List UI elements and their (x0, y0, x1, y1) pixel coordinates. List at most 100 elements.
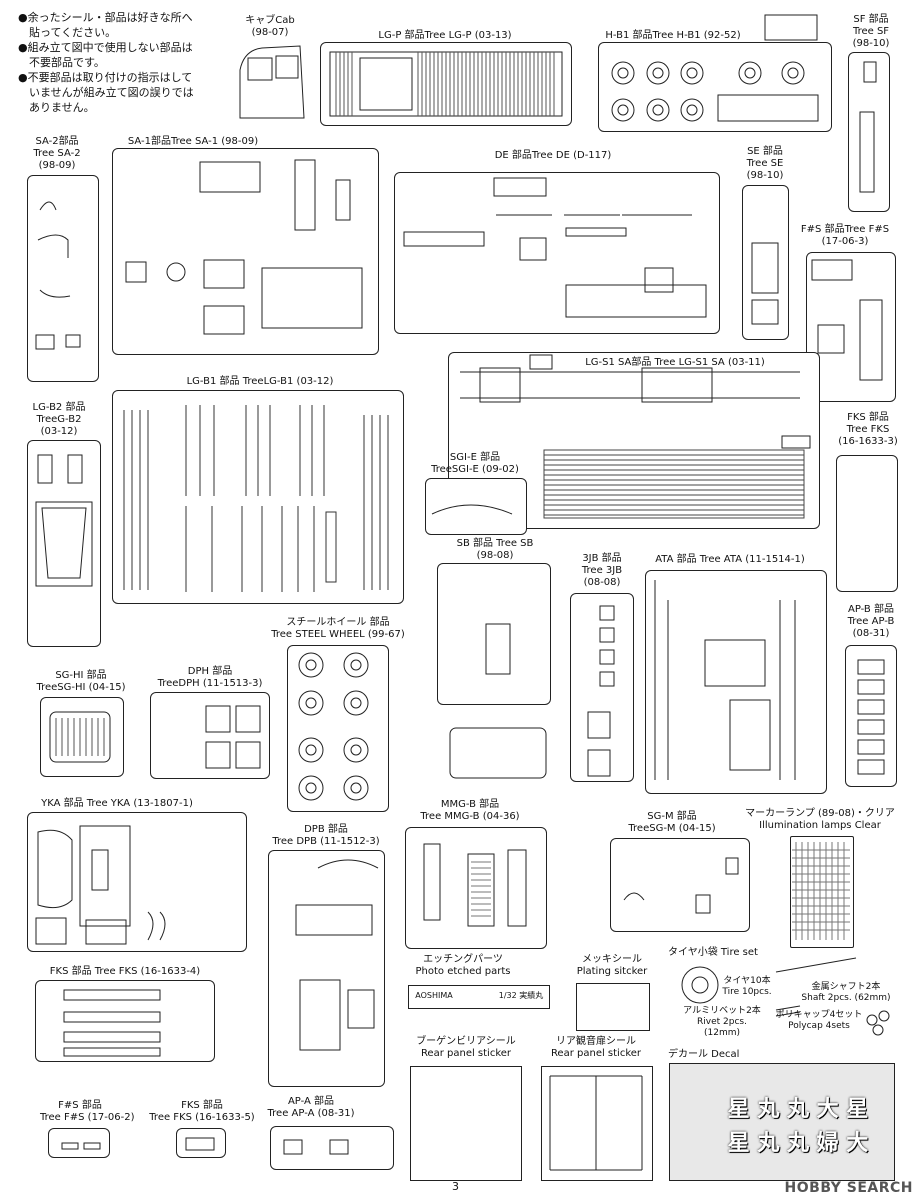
label-line: タイヤ10本 (723, 976, 771, 986)
label-line: Tree AP-A (08-31) (267, 1108, 355, 1119)
note-line: 不要部品です。 (18, 56, 105, 69)
etching-scale: 1/32 実績丸 (498, 991, 544, 1000)
note-line: いませんが組み立て図の誤りでは (18, 86, 194, 99)
instruction-notes: ●余ったシール・部品は好きな所へ 貼ってください。 ●組み立て図中で使用しない部… (18, 10, 194, 115)
tree-ata-label: ATA 部品 Tree ATA (11-1514-1) (640, 554, 820, 566)
tree-lgs1-label: LG-S1 SA部品 Tree LG-S1 SA (03-11) (560, 357, 790, 369)
tree-hb1-label: H-B1 部品Tree H-B1 (92-52) (598, 30, 748, 42)
page-number: 3 (452, 1180, 459, 1193)
label-line: Tree SF (852, 26, 890, 37)
label-line: Tree SA-2 (33, 148, 81, 159)
tree-sgie-frame (425, 478, 527, 535)
rivet-item-label: アルミリベット2本 Rivet 2pcs. (12mm) (672, 1006, 772, 1039)
tree-sa1-frame (112, 148, 379, 355)
tree-etching-label: エッチングパーツ Photo etched parts (408, 954, 518, 978)
label-line: TreeDPH (11-1513-3) (157, 678, 263, 689)
label-line: YKA 部品 Tree YKA (13-1807-1) (41, 798, 193, 809)
label-line: アルミリベット2本 (683, 1006, 761, 1016)
tree-fs1-label: F#S 部品Tree F#S (17-06-3) (790, 224, 900, 248)
label-line: FKS 部品 (847, 412, 889, 423)
tree-se-frame (742, 185, 789, 340)
tree-fs1-frame (806, 252, 896, 402)
label-line: Tree F#S (17-06-2) (40, 1112, 135, 1123)
label-line: (98-10) (852, 38, 890, 49)
label-line: キャブCab (245, 15, 295, 26)
label-line: Tree FKS (846, 424, 890, 435)
watermark: HOBBY SEARCH (784, 1180, 913, 1196)
tree-se-label: SE 部品 Tree SE (98-10) (730, 146, 800, 182)
label-line: TreeSG-M (04-15) (628, 823, 716, 834)
plating-sticker-sheet (576, 983, 650, 1031)
label-line: SGI-E 部品 (449, 452, 501, 463)
label-line: SA-1部品Tree SA-1 (98-09) (127, 136, 259, 147)
tree-cab-label: キャブCab (98-07) (240, 15, 300, 39)
tree-fks5-frame (176, 1128, 226, 1158)
tree-apb-frame (845, 645, 897, 787)
tree-lgp-label: LG-P 部品Tree LG-P (03-13) (320, 30, 570, 42)
label-line: MMG-B 部品 (440, 799, 500, 810)
label-line: ポリキャップ4セット (775, 1010, 863, 1020)
tree-decal-label: デカール Decal (668, 1049, 788, 1061)
tree-fs2-label: F#S 部品 Tree F#S (17-06-2) (40, 1100, 135, 1124)
label-line: (98-08) (476, 550, 514, 561)
label-line: DPH 部品 (187, 666, 233, 677)
tree-lgb1-label: LG-B1 部品 TreeLG-B1 (03-12) (180, 376, 340, 388)
polycap-item-label: ポリキャップ4セット Polycap 4sets (774, 1010, 864, 1032)
etching-brand: AOSHIMA (415, 991, 453, 1000)
label-line: メッキシール (582, 954, 642, 965)
decal-sheet (669, 1063, 895, 1181)
tree-apb-label: AP-B 部品 Tree AP-B (08-31) (836, 604, 906, 640)
tree-tireset-label: タイヤ小袋 Tire set (668, 947, 798, 959)
rear-door-sticker-sheet (541, 1066, 653, 1181)
label-line: Plating sitcker (576, 966, 648, 977)
tree-apa-frame (270, 1126, 394, 1170)
tree-marker-label: マーカーランプ (89-08)・クリア Illumination lamps C… (730, 808, 910, 832)
label-line: SB 部品 Tree SB (456, 538, 534, 549)
label-line: 3JB 部品 (582, 553, 622, 564)
tree-fks3-frame (836, 455, 898, 592)
label-line: デカール Decal (668, 1049, 740, 1060)
label-line: Rear panel sticker (550, 1048, 642, 1059)
tree-dph-label: DPH 部品 TreeDPH (11-1513-3) (148, 666, 272, 690)
label-line: LG-P 部品Tree LG-P (03-13) (378, 30, 512, 41)
decal-calligraphy-bottom: 星 丸 丸 婦 大 (727, 1130, 869, 1156)
label-line: DPB 部品 (304, 824, 348, 835)
tree-steel-frame (287, 645, 389, 812)
label-line: SA-2部品 (35, 136, 79, 147)
label-line: FKS 部品 Tree FKS (16-1633-4) (49, 966, 201, 977)
label-line: エッチングパーツ (423, 954, 503, 965)
label-line: リア観音扉シール (556, 1036, 636, 1047)
tree-sf-frame (848, 52, 890, 212)
label-line: TreeG-B2 (36, 414, 82, 425)
bougainvillea-sticker-sheet (410, 1066, 522, 1181)
tree-bougain-label: ブーゲンビリアシール Rear panel sticker (408, 1036, 524, 1060)
decal-calligraphy-top: 星 丸 丸 大 星 (727, 1096, 869, 1122)
label-line: AP-B 部品 (848, 604, 894, 615)
tree-reardoor-label: リア観音扉シール Rear panel sticker (538, 1036, 654, 1060)
tree-yka-label: YKA 部品 Tree YKA (13-1807-1) (27, 798, 207, 810)
etching-plate (408, 985, 550, 1009)
label-line: (12mm) (703, 1028, 740, 1038)
label-line: Tire 10pcs. (722, 987, 772, 997)
label-line: TreeSG-HI (04-15) (36, 682, 126, 693)
note-line: ●余ったシール・部品は好きな所へ (18, 11, 193, 24)
label-line: スチールホイール 部品 (286, 617, 390, 628)
tree-sa1-label: SA-1部品Tree SA-1 (98-09) (108, 136, 278, 148)
cab-part (239, 45, 305, 119)
label-line: SF 部品 (853, 14, 889, 25)
label-line: (98-07) (251, 27, 289, 38)
label-line: Tree SE (746, 158, 784, 169)
label-line: LG-S1 SA部品 Tree LG-S1 SA (03-11) (585, 357, 765, 368)
label-line: (98-09) (38, 160, 76, 171)
note-line: ●組み立て図中で使用しない部品は (18, 41, 193, 54)
tree-lgb2-label: LG-B2 部品 TreeG-B2 (03-12) (24, 402, 94, 438)
label-line: タイヤ小袋 Tire set (668, 947, 758, 958)
label-line: DE 部品Tree DE (D-117) (494, 150, 612, 161)
label-line: Photo etched parts (415, 966, 511, 977)
label-line: Tree FKS (16-1633-5) (149, 1112, 255, 1123)
label-line: (08-31) (852, 628, 890, 639)
tree-3jb-label: 3JB 部品 Tree 3JB (08-08) (566, 553, 638, 589)
label-line: AP-A 部品 (287, 1096, 335, 1107)
tree-steel-label: スチールホイール 部品 Tree STEEL WHEEL (99-67) (256, 617, 420, 641)
